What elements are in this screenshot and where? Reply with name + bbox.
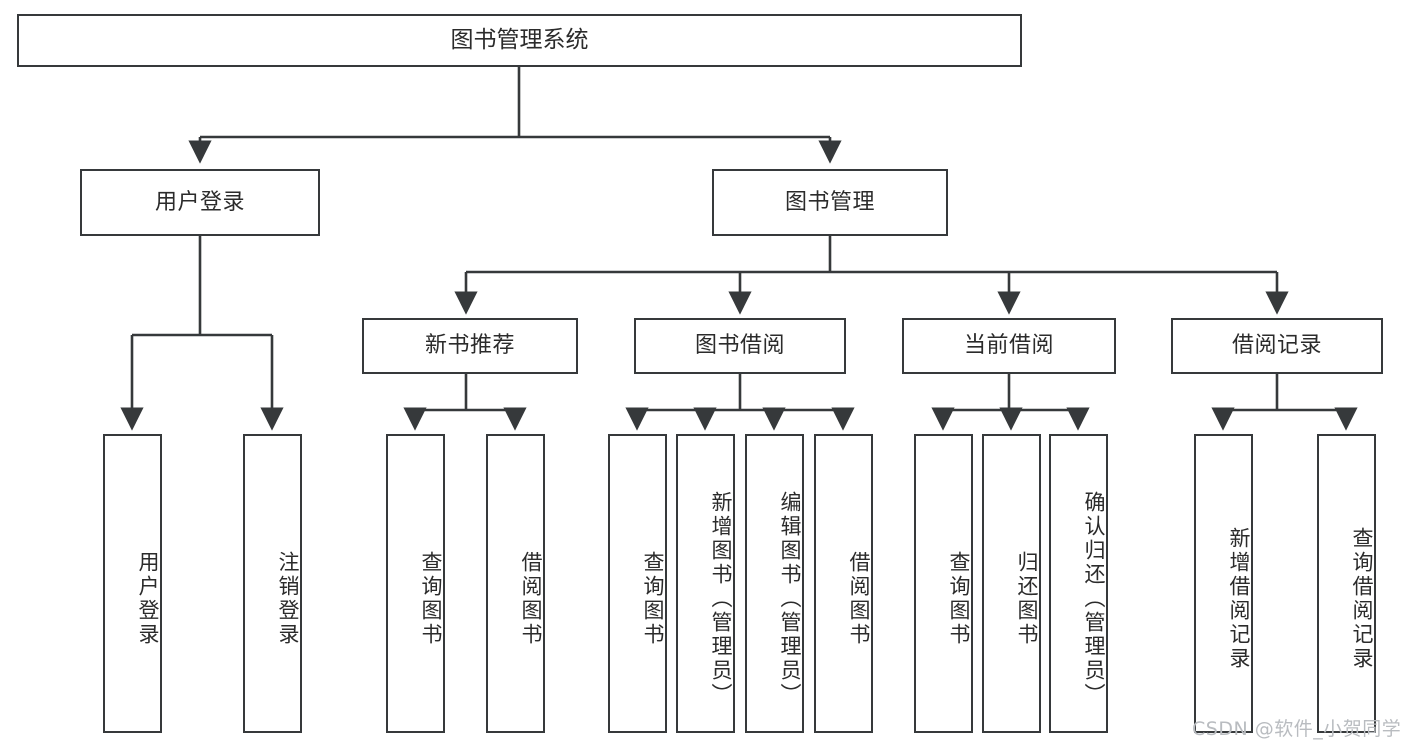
node-book-borrow[interactable]: 图书借阅 (634, 318, 846, 374)
node-label: 当前借阅 (963, 333, 1054, 359)
leaf-record-add-record[interactable]: 新增借阅记录 (1194, 434, 1253, 733)
node-label: 图书管理系统 (450, 26, 589, 53)
node-borrow-record[interactable]: 借阅记录 (1171, 318, 1383, 374)
leaf-borrow-query-book[interactable]: 查询图书 (608, 434, 667, 733)
node-label: 查询借阅记录 (1350, 526, 1374, 671)
leaf-borrow-add-book[interactable]: 新增图书（管理员） (676, 434, 735, 733)
node-book-management[interactable]: 图书管理 (712, 169, 948, 236)
node-label: 查询图书 (419, 550, 443, 647)
watermark-label: CSDN @软件_小贺同学 (1192, 718, 1402, 740)
leaf-recommend-borrow-book[interactable]: 借阅图书 (486, 434, 545, 733)
csdn-watermark: CSDN @软件_小贺同学 (1192, 714, 1401, 741)
node-label: 借阅记录 (1231, 333, 1322, 359)
node-label: 借阅图书 (519, 550, 543, 647)
node-label: 归还图书 (1015, 550, 1039, 647)
node-label: 图书借阅 (694, 333, 785, 359)
node-label: 借阅图书 (847, 550, 871, 647)
node-label: 新增借阅记录 (1227, 526, 1251, 671)
leaf-borrow-edit-book[interactable]: 编辑图书（管理员） (745, 434, 804, 733)
leaf-current-return-book[interactable]: 归还图书 (982, 434, 1041, 733)
node-root-system[interactable]: 图书管理系统 (17, 14, 1022, 67)
leaf-record-query-record[interactable]: 查询借阅记录 (1317, 434, 1376, 733)
node-label: 新书推荐 (424, 333, 515, 359)
leaf-user-login-login[interactable]: 用户登录 (103, 434, 162, 733)
node-label: 查询图书 (641, 550, 665, 647)
node-label: 用户登录 (136, 550, 160, 647)
leaf-user-login-logout[interactable]: 注销登录 (243, 434, 302, 733)
node-label: 用户登录 (154, 189, 245, 215)
leaf-borrow-borrow-book[interactable]: 借阅图书 (814, 434, 873, 733)
node-label: 注销登录 (276, 550, 300, 647)
node-current-borrow[interactable]: 当前借阅 (902, 318, 1116, 374)
node-label: 确认归还（管理员） (1082, 490, 1106, 707)
node-label: 编辑图书（管理员） (778, 490, 802, 707)
node-user-login[interactable]: 用户登录 (80, 169, 320, 236)
node-label: 查询图书 (947, 550, 971, 647)
node-label: 新增图书（管理员） (709, 490, 733, 707)
leaf-recommend-query-book[interactable]: 查询图书 (386, 434, 445, 733)
leaf-current-query-book[interactable]: 查询图书 (914, 434, 973, 733)
node-new-book-recommend[interactable]: 新书推荐 (362, 318, 578, 374)
leaf-current-confirm-return[interactable]: 确认归还（管理员） (1049, 434, 1108, 733)
node-label: 图书管理 (784, 189, 875, 215)
